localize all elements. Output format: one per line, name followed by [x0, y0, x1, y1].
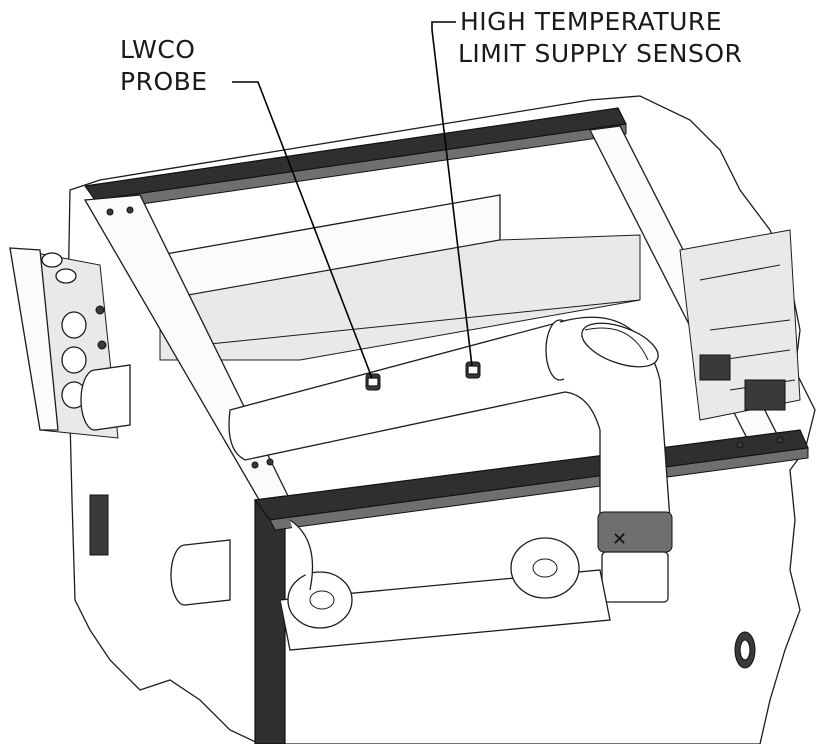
clamp-mark-icon: ✕	[612, 529, 627, 550]
high-temp-label-line2: LIMIT SUPPLY SENSOR	[458, 39, 742, 68]
elbow-pipe	[559, 316, 671, 531]
lwco-label-line2: PROBE	[120, 67, 208, 96]
lwco-leader-line	[232, 81, 373, 379]
high-temp-sensor-icon	[465, 361, 481, 379]
lwco-label-line1: LWCO	[120, 35, 196, 64]
burner-manifold	[679, 229, 801, 421]
high-temp-label-line1: HIGH TEMPERATURE	[460, 7, 722, 36]
high-temp-leader-line	[431, 21, 473, 367]
side-pipe-stub-upper	[80, 364, 131, 431]
junction-box	[9, 247, 119, 439]
drain-port-icon	[734, 631, 756, 669]
lwco-probe-icon	[365, 373, 381, 391]
side-pipe-stub-lower	[170, 539, 231, 606]
left-frame-post	[254, 495, 286, 744]
pipe-coupling	[597, 511, 673, 553]
side-vent	[89, 494, 109, 556]
